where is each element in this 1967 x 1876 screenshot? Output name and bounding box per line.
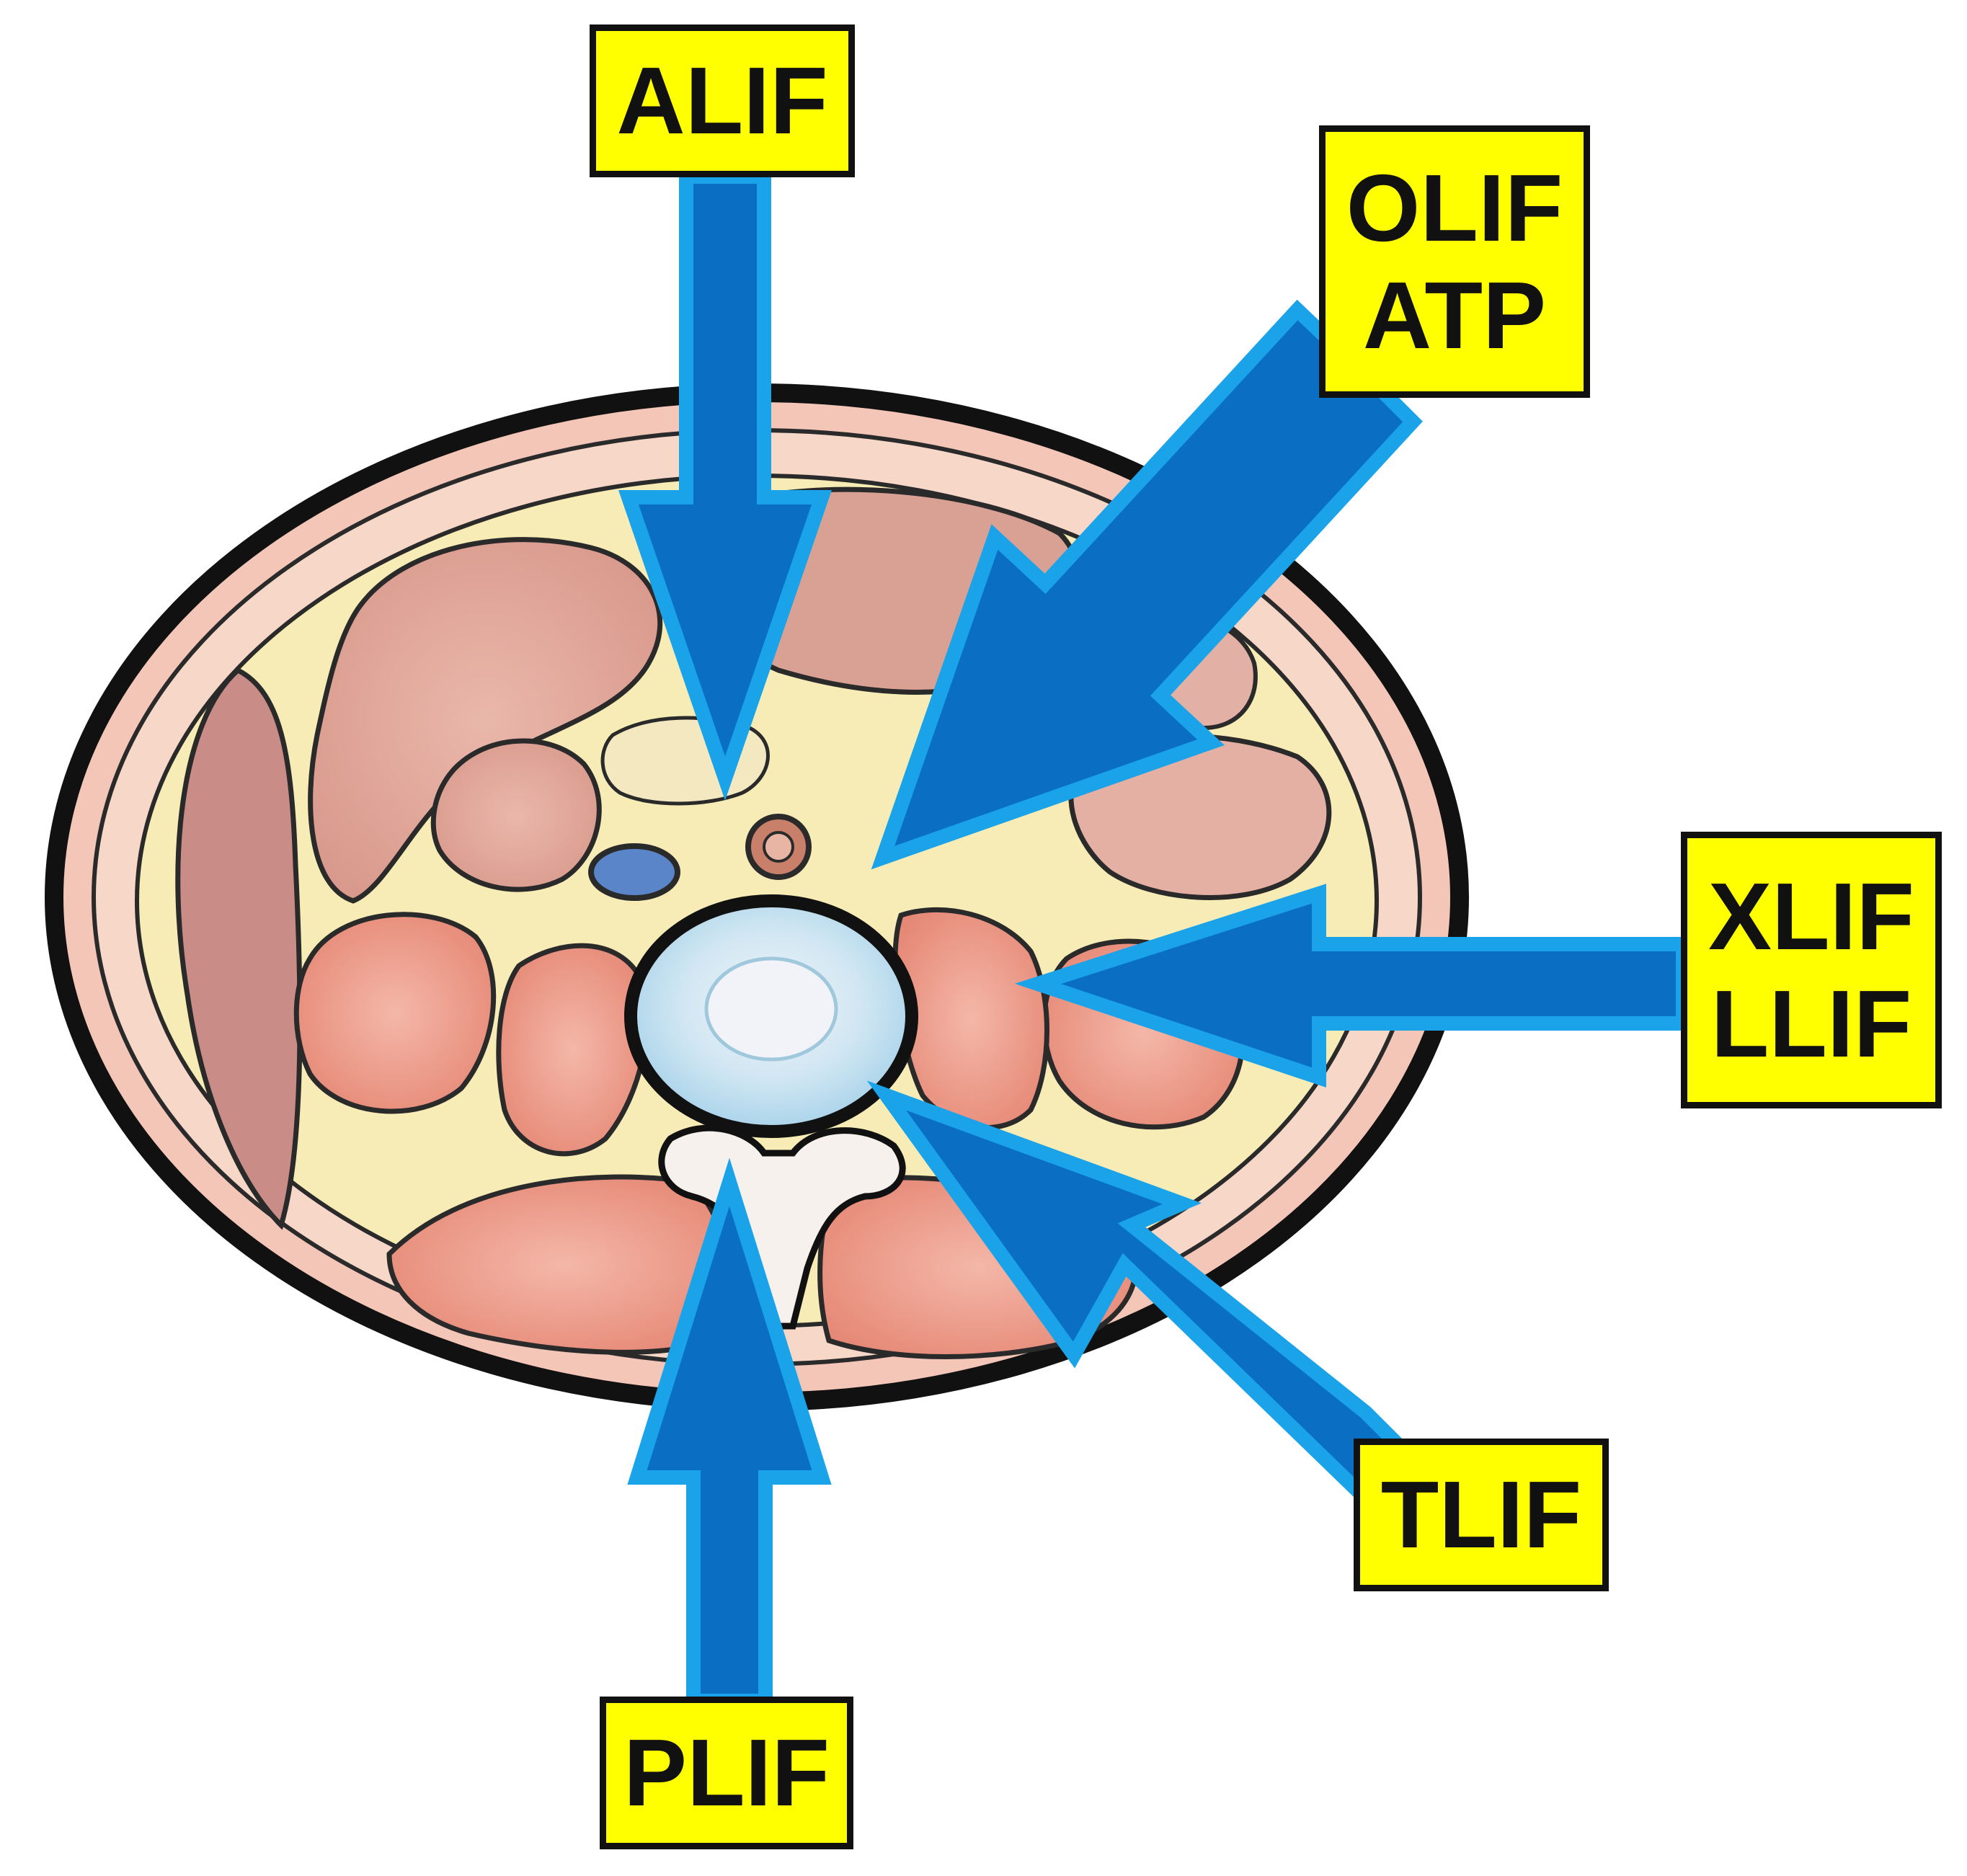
label-xlif-line-1: XLIF	[1708, 863, 1914, 969]
vena-cava	[588, 843, 680, 901]
aorta-lumen	[763, 831, 794, 863]
liver	[175, 667, 303, 1230]
posterior-elements	[658, 1124, 906, 1330]
label-olif-atp: OLIF ATP	[1319, 125, 1590, 398]
label-alif-line-1: ALIF	[616, 48, 828, 154]
nucleus-pulposus	[704, 956, 838, 1062]
right-kidney	[293, 912, 497, 1114]
label-xlif-llif: XLIF LLIF	[1681, 832, 1942, 1108]
label-tlif-line-1: TLIF	[1380, 1462, 1582, 1568]
label-alif: ALIF	[590, 25, 855, 177]
small-bowel	[430, 738, 602, 892]
right-psoas	[496, 943, 650, 1157]
label-xlif-line-2: LLIF	[1710, 971, 1912, 1077]
label-olif-line-1: OLIF	[1346, 154, 1563, 261]
olif-arrow	[871, 299, 1423, 870]
xlif-arrow	[1014, 884, 1690, 1088]
label-tlif: TLIF	[1354, 1439, 1609, 1591]
label-plif: PLIF	[600, 1697, 853, 1849]
label-olif-line-2: ATP	[1362, 262, 1547, 368]
tlif-arrow	[866, 1080, 1413, 1498]
alif-arrow	[618, 169, 832, 801]
approach-arrows	[618, 169, 1690, 1708]
label-plif-line-1: PLIF	[623, 1720, 830, 1826]
plif-arrow	[627, 1157, 832, 1708]
